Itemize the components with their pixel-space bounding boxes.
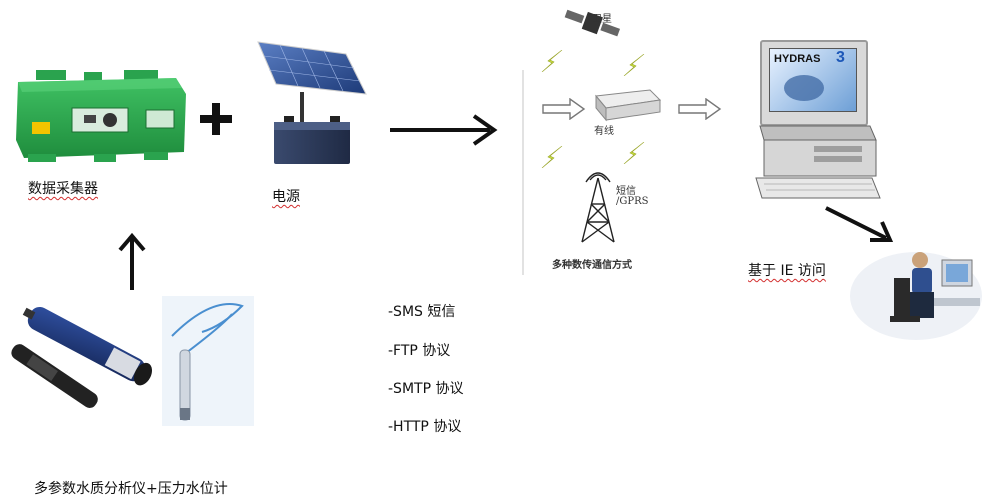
lightning-icon bbox=[623, 54, 645, 76]
protocol-ftp: -FTP 协议 bbox=[388, 343, 451, 359]
arrow-right-icon bbox=[390, 114, 498, 146]
plus-icon bbox=[200, 103, 232, 135]
sensors-label: 多参数水质分析仪+压力水位计 bbox=[34, 481, 228, 497]
computer-monitor: HYDRAS 3 bbox=[760, 40, 868, 126]
globe-icon bbox=[784, 75, 824, 101]
computer-tower-image bbox=[755, 125, 881, 199]
satellite-label: 卫星 bbox=[592, 14, 612, 25]
antenna-tower-icon bbox=[581, 172, 615, 243]
web-access-label: 基于 IE 访问 bbox=[748, 260, 826, 280]
comm-caption: 多种数传通信方式 bbox=[552, 260, 632, 271]
data-logger-image bbox=[16, 70, 186, 162]
sms-label: 短信 bbox=[616, 186, 636, 197]
arrow-diagonal-icon bbox=[825, 206, 894, 242]
hydras-version: 3 bbox=[836, 49, 845, 66]
hollow-arrow-right-icon bbox=[542, 98, 586, 120]
hollow-arrow-right-icon bbox=[678, 98, 722, 120]
protocol-smtp: -SMTP 协议 bbox=[388, 381, 464, 397]
arrow-up-icon bbox=[118, 232, 146, 290]
solar-panel-battery-image bbox=[257, 41, 367, 164]
pressure-level-gauge-image bbox=[162, 296, 254, 426]
protocol-sms: -SMS 短信 bbox=[388, 304, 456, 320]
lightning-icon bbox=[541, 146, 563, 168]
modem-icon bbox=[595, 89, 662, 122]
lightning-icon bbox=[541, 50, 563, 72]
water-quality-analyzer-image bbox=[11, 306, 152, 408]
protocol-http: -HTTP 协议 bbox=[388, 419, 462, 435]
gprs-label: /GPRS bbox=[616, 196, 649, 207]
monitor-screen: HYDRAS 3 bbox=[769, 48, 857, 112]
comm-panel-divider bbox=[522, 70, 524, 275]
wired-label: 有线 bbox=[594, 126, 614, 137]
satellite-icon bbox=[564, 9, 621, 37]
power-label: 电源 bbox=[272, 189, 300, 205]
user-workstation-image bbox=[850, 252, 982, 340]
lightning-icon bbox=[623, 142, 645, 164]
web-access-text: 基于 IE 访问 bbox=[748, 263, 826, 279]
data-logger-label: 数据采集器 bbox=[28, 181, 98, 197]
hydras-logo-text: HYDRAS bbox=[774, 53, 821, 65]
